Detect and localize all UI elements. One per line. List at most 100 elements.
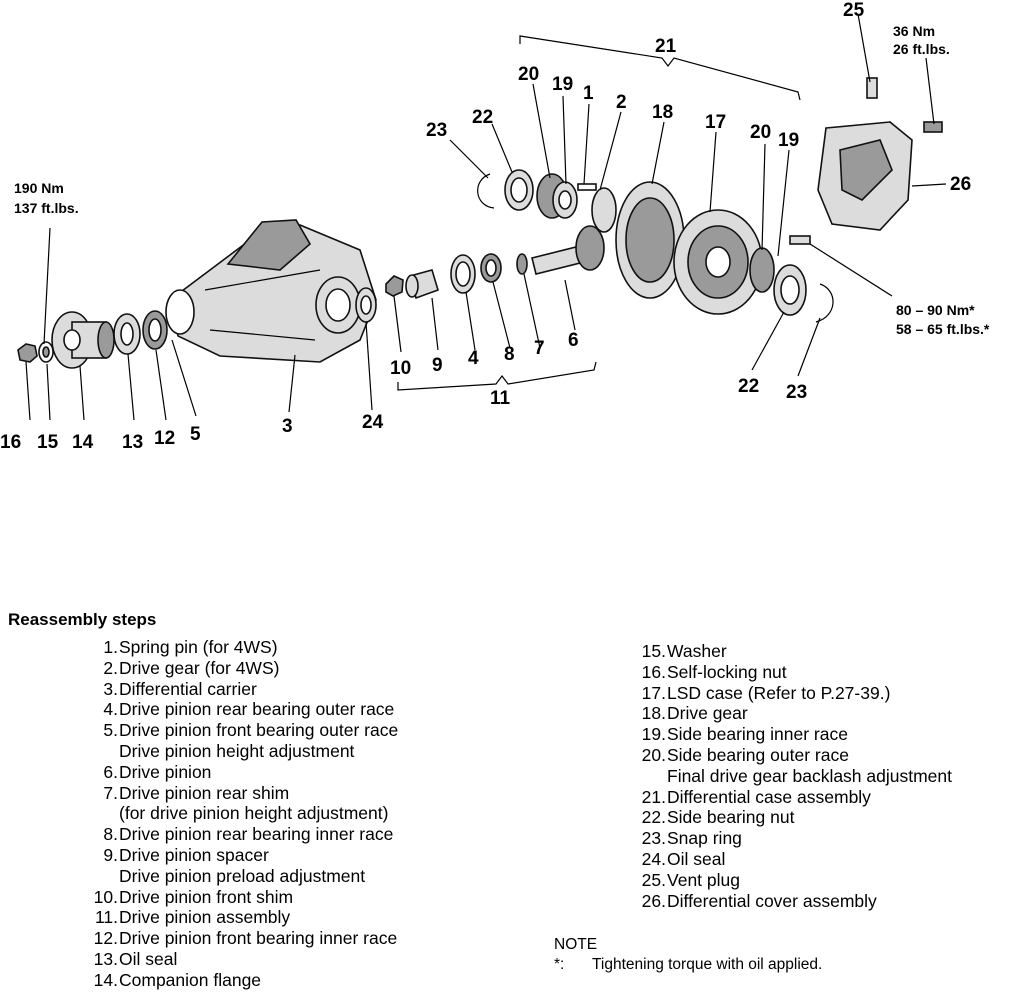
- callout-20-left: 20: [518, 64, 539, 85]
- step-number: 4.: [103, 699, 118, 720]
- step-number: 9.: [103, 844, 118, 865]
- step-line: Drive pinion spacer: [119, 844, 269, 865]
- step-line: Differential cover assembly: [667, 890, 877, 911]
- torque-companion-nut-nm: 190 Nm: [14, 180, 64, 196]
- step-text: Drive pinion front shim: [119, 887, 293, 908]
- step-item: 7.Drive pinion rear shim(for drive pinio…: [70, 783, 398, 825]
- step-number: 11.: [94, 907, 118, 928]
- step-line: Differential carrier: [119, 678, 257, 699]
- part-differential-cover: [817, 121, 913, 231]
- step-item: 21.Differential case assembly: [618, 787, 952, 808]
- callout-4: 4: [468, 348, 479, 369]
- callout-15: 15: [37, 432, 59, 453]
- callout-6: 6: [568, 330, 579, 351]
- step-text: Drive gear: [667, 703, 748, 724]
- part-side-bearing-nut-left: [504, 169, 534, 211]
- step-item: 15.Washer: [618, 641, 952, 662]
- step-number: 17.: [641, 682, 666, 703]
- torque-vent-nm: 36 Nm: [893, 23, 935, 39]
- callout-13: 13: [122, 432, 143, 453]
- step-number: 12.: [93, 928, 118, 949]
- part-pinion-spacer: [405, 269, 439, 300]
- step-line: Drive pinion rear bearing outer race: [119, 699, 395, 720]
- step-line: Drive pinion rear shim: [119, 782, 290, 803]
- step-item: 18.Drive gear: [618, 703, 952, 724]
- note-text: Tightening torque with oil applied.: [592, 956, 823, 973]
- step-line: Drive gear (for 4WS): [119, 657, 280, 678]
- step-number: 26.: [641, 890, 666, 911]
- step-line: Snap ring: [667, 828, 742, 849]
- step-number: 18.: [641, 703, 666, 724]
- step-item: 19.Side bearing inner race: [618, 724, 952, 745]
- part-spring-pin: [577, 183, 597, 191]
- step-line: Differential case assembly: [667, 786, 871, 807]
- part-self-locking-nut: [17, 343, 38, 363]
- step-line: (for drive pinion height adjustment): [119, 803, 389, 824]
- part-lsd-case: [673, 209, 763, 315]
- leader-lines: [25, 13, 947, 421]
- step-text: LSD case (Refer to P.27-39.): [667, 683, 890, 704]
- step-text: Drive pinion rear bearing outer race: [119, 699, 394, 720]
- step-line: Final drive gear backlash adjustment: [667, 765, 953, 786]
- steps-list-left: 1.Spring pin (for 4WS)2.Drive gear (for …: [70, 637, 399, 991]
- step-number: 19.: [641, 724, 666, 745]
- step-item: 23.Snap ring: [618, 828, 952, 849]
- reassembly-steps-title: Reassembly steps: [8, 610, 157, 629]
- step-number: 21.: [641, 786, 666, 807]
- step-text: Drive pinion front bearing inner race: [119, 928, 397, 949]
- note-heading: NOTE: [554, 936, 598, 953]
- step-item: 14.Companion flange: [70, 970, 398, 991]
- callout-labels: 16 15 14 13 12 5 3 24 10 9 4 8 7 6 11 23…: [0, 0, 971, 453]
- step-item: 6.Drive pinion: [70, 762, 398, 783]
- step-line: Drive pinion rear bearing inner race: [119, 824, 394, 845]
- part-washer: [38, 341, 54, 363]
- exploded-differential-diagram: 16 15 14 13 12 5 3 24 10 9 4 8 7 6 11 23…: [0, 0, 990, 453]
- step-line: Drive pinion preload adjustment: [119, 865, 366, 886]
- callout-23-right: 23: [786, 382, 807, 403]
- step-number: 25.: [641, 869, 666, 890]
- part-vent-plug: [866, 77, 878, 99]
- step-number: 6.: [103, 761, 118, 782]
- step-line: Drive pinion assembly: [119, 907, 291, 928]
- part-rear-shim: [516, 253, 528, 275]
- step-line: Drive pinion front shim: [119, 886, 294, 907]
- step-text: Drive gear (for 4WS): [119, 658, 279, 679]
- step-number: 16.: [641, 661, 666, 682]
- step-number: 13.: [93, 948, 118, 969]
- step-number: 15.: [641, 641, 666, 661]
- step-item: 13.Oil seal: [70, 949, 398, 970]
- part-companion-flange: [51, 311, 115, 369]
- step-line: Side bearing nut: [667, 807, 795, 828]
- step-line: Oil seal: [119, 948, 178, 969]
- part-4ws-drive-gear: [591, 187, 617, 233]
- part-differential-carrier: [165, 219, 377, 363]
- step-line: Oil seal: [667, 848, 726, 869]
- callout-19-left: 19: [552, 74, 573, 95]
- callout-7: 7: [534, 338, 545, 359]
- step-item: 17.LSD case (Refer to P.27-39.): [618, 683, 952, 704]
- step-text: Drive pinion: [119, 762, 211, 783]
- step-number: 10.: [93, 886, 118, 907]
- step-number: 7.: [103, 782, 118, 803]
- step-text: Side bearing inner race: [667, 724, 848, 745]
- step-line: Drive pinion front bearing outer race: [119, 720, 399, 741]
- callout-19-right: 19: [778, 130, 799, 151]
- step-item: 26.Differential cover assembly: [618, 891, 952, 912]
- callout-22-left: 22: [472, 107, 493, 128]
- step-item: 3.Differential carrier: [70, 679, 398, 700]
- step-item: 16.Self-locking nut: [618, 662, 952, 683]
- step-line: Spring pin (for 4WS): [119, 637, 278, 657]
- part-oil-seal-13: [113, 313, 141, 355]
- step-text: Self-locking nut: [667, 662, 787, 683]
- step-text: Side bearing nut: [667, 807, 794, 828]
- step-line: Vent plug: [667, 869, 740, 890]
- part-side-bearing-nut-right: [773, 264, 807, 316]
- step-line: Side bearing outer race: [667, 744, 849, 765]
- callout-23-left: 23: [426, 120, 447, 141]
- step-line: Companion flange: [119, 969, 262, 990]
- part-front-bearing-inner-race: [142, 310, 168, 350]
